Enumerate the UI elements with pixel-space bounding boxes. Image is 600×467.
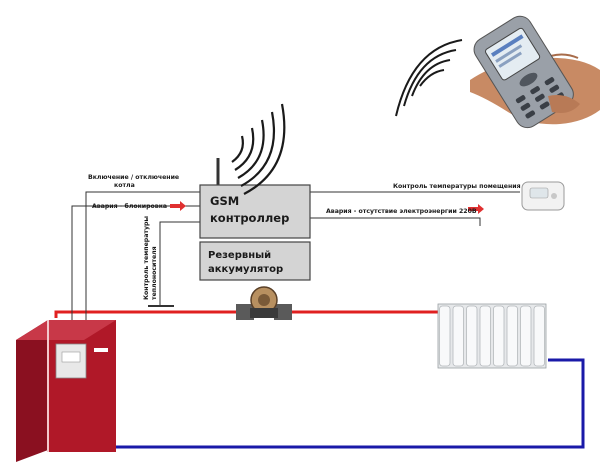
wireless-signal-icon — [231, 103, 286, 195]
radiator-section — [466, 305, 478, 367]
signal-lines — [71, 191, 520, 330]
radiator-section — [479, 305, 491, 367]
return-pipe — [110, 358, 585, 449]
radiator-section — [520, 305, 532, 367]
wireless-signal-icon — [395, 39, 463, 117]
supply-pipe — [54, 310, 438, 318]
circulation-pump-icon — [236, 286, 292, 320]
radiator-section — [533, 305, 545, 367]
radiator-icon — [437, 303, 547, 369]
label-boiler-switch-2: котла — [114, 182, 135, 189]
backup-battery-line2: аккумулятор — [208, 264, 283, 275]
gsm-controller-line1: GSM — [210, 194, 239, 208]
alarm-arrow-right — [468, 204, 484, 214]
phone-icon — [470, 15, 600, 129]
alarm-arrow-left — [170, 201, 186, 211]
label-coolant-temp-2: теплоносителя — [151, 246, 158, 300]
radiator-section — [439, 305, 451, 367]
label-coolant-temp-1: Контроль температуры — [143, 216, 150, 300]
radiator-section — [506, 305, 518, 367]
radiator-section — [493, 305, 505, 367]
radiator-section — [452, 305, 464, 367]
label-alarm-block: Авария - блокировка — [92, 202, 167, 210]
label-power-alarm: Авария - отсутствие электроэнергии 220В — [326, 208, 477, 215]
gsm-controller-line2: контроллер — [210, 211, 289, 225]
label-boiler-switch-1: Включение / отключение — [88, 174, 179, 181]
backup-battery-line1: Резервный — [208, 250, 271, 261]
thermostat-icon — [521, 181, 565, 211]
label-room-temp: Контроль температуры помещения — [393, 183, 521, 190]
boiler-icon — [16, 320, 116, 462]
gsm-controller: GSM контроллер — [199, 158, 311, 239]
backup-battery: Резервный аккумулятор — [199, 241, 311, 281]
